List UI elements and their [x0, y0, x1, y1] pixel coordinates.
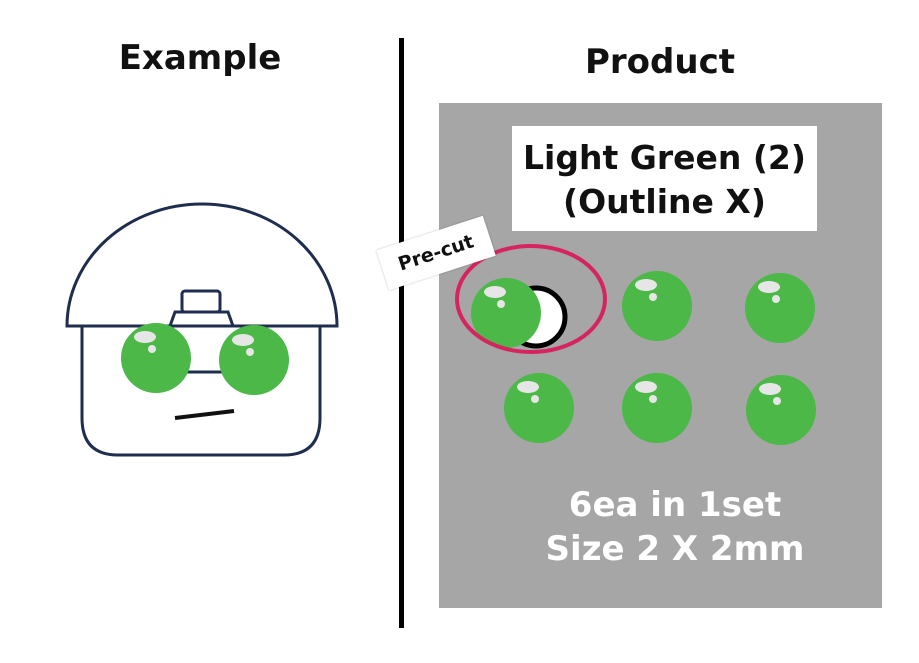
sticker-eye-6: [746, 375, 816, 445]
product-title: Product: [585, 42, 735, 82]
product-info: 6ea in 1set Size 2 X 2mm: [505, 483, 845, 571]
character-mouth: [174, 409, 235, 420]
left-eye: [121, 323, 191, 393]
sticker-eye-4: [504, 373, 574, 443]
sticker-eye-3: [745, 273, 815, 343]
product-size: Size 2 X 2mm: [545, 529, 805, 569]
precut-highlight-ring: [455, 244, 607, 354]
right-eye: [219, 325, 289, 395]
product-quantity: 6ea in 1set: [568, 485, 782, 525]
character-helmet: [65, 202, 339, 328]
product-label-line-1: Light Green (2): [523, 138, 806, 177]
sticker-eye-2: [622, 271, 692, 341]
product-label: Light Green (2) (Outline X): [512, 126, 817, 231]
sticker-eye-1: [471, 278, 541, 348]
vertical-divider: [399, 38, 404, 628]
goggle-top: [180, 289, 222, 314]
sticker-eye-5: [622, 373, 692, 443]
product-label-line-2: (Outline X): [563, 182, 766, 221]
example-title: Example: [118, 38, 282, 78]
